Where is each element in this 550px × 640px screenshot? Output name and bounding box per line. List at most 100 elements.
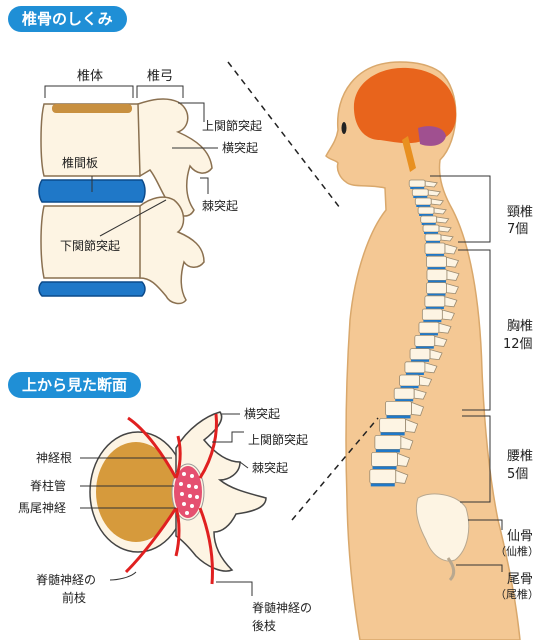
spine-disc	[370, 483, 395, 487]
spine-disc	[405, 372, 424, 375]
spine-disc	[426, 241, 441, 243]
spine-process	[446, 269, 460, 281]
label-posterior-branch-line2: 後枝	[252, 618, 276, 633]
spine-vertebra	[385, 400, 412, 416]
spine-disc	[372, 466, 397, 470]
region-label-sacrum: 仙骨	[507, 529, 533, 544]
spine-process	[395, 469, 409, 484]
spine-process	[436, 216, 450, 224]
spine-vertebra	[408, 179, 426, 188]
spine-vertebra	[424, 233, 442, 242]
spine-process	[438, 322, 452, 334]
spine-disc	[380, 432, 405, 436]
spine-disc	[415, 346, 434, 349]
spine-process	[424, 180, 438, 188]
spine-disc	[416, 205, 431, 207]
spine-vertebra	[414, 334, 436, 347]
label-cross-spinous-process: 棘突起	[252, 460, 288, 475]
zoom-lines	[227, 61, 379, 521]
spine-process	[430, 198, 444, 206]
label-anterior-branch-line1: 脊髄神経の	[36, 572, 96, 587]
label-spinous-process: 棘突起	[202, 198, 238, 213]
spine-disc	[423, 320, 442, 323]
label-posterior-branch-line1: 脊髄神経の	[252, 600, 312, 615]
spine-process	[446, 256, 460, 268]
cauda-equina-area	[174, 466, 202, 518]
spine-disc	[411, 359, 430, 362]
spine-process	[405, 418, 419, 433]
spine-disc	[425, 306, 444, 309]
spine-disc	[424, 232, 439, 234]
vertebra-side-view: 椎体 椎弓 上関節突起 横突起	[38, 69, 262, 305]
label-transverse-process: 横突起	[222, 140, 258, 155]
region-count-lumbar: 5個	[507, 467, 528, 482]
region-brackets	[430, 175, 503, 572]
region-count-thoracic: 12個	[503, 337, 533, 352]
spine-process	[434, 335, 448, 347]
label-vertebral-arch: 椎弓	[147, 69, 173, 84]
spine-vertebra	[418, 321, 440, 334]
spine-vertebra	[409, 348, 431, 361]
spine-disc	[427, 293, 446, 296]
spine-process	[444, 243, 458, 255]
spine-vertebra	[379, 417, 407, 433]
spine-process	[441, 309, 455, 321]
spine-process	[411, 401, 425, 416]
spine-vertebra	[399, 374, 420, 387]
spine-process	[400, 435, 414, 450]
cross-posterior-arch	[175, 411, 267, 572]
spine-process	[413, 388, 427, 400]
spine-disc	[413, 196, 428, 198]
sacrum	[415, 493, 470, 582]
spine-vertebra	[426, 282, 447, 295]
label-anterior-branch-line2: 前枝	[62, 590, 86, 605]
spine-process	[419, 375, 433, 387]
spine-vertebra	[411, 188, 429, 197]
spine-process	[440, 234, 454, 242]
region-label-coccyx: 尾骨	[507, 572, 533, 587]
region-label-thoracic: 胸椎	[507, 319, 533, 334]
spine-vertebra	[420, 215, 438, 224]
spine-disc	[425, 254, 444, 257]
spine-column	[369, 179, 460, 487]
spine-vertebra	[422, 224, 440, 233]
spine-vertebra	[393, 387, 415, 400]
upper-vertebral-arch	[137, 98, 213, 217]
spine-disc	[427, 267, 446, 270]
spine-process	[427, 189, 441, 197]
region-count-coccyx: （尾椎）	[495, 587, 539, 601]
section-title-cross-section: 上から見た断面	[8, 372, 142, 398]
region-count-sacrum: （仙椎）	[495, 544, 539, 558]
spine-disc	[427, 280, 446, 283]
spine-process	[424, 362, 438, 374]
spine-disc	[400, 386, 419, 389]
spine-disc	[421, 223, 436, 225]
region-count-cervical: 7個	[507, 222, 528, 237]
spine-process	[397, 452, 411, 467]
spine-disc	[410, 187, 425, 189]
spine-vertebra	[369, 468, 397, 484]
spine-process	[444, 296, 458, 308]
spine-disc	[419, 214, 434, 216]
spine-vertebra	[404, 361, 426, 374]
label-vertebral-body: 椎体	[77, 69, 103, 84]
label-cross-transverse-process: 横突起	[244, 406, 280, 421]
spine-disc	[395, 399, 414, 402]
label-spinal-canal: 脊柱管	[30, 478, 66, 493]
spine-disc	[386, 415, 411, 419]
spine-vertebra	[374, 434, 402, 450]
region-label-cervical: 頸椎	[507, 205, 533, 220]
spine-vertebra	[414, 197, 432, 206]
spine-vertebra	[371, 451, 398, 467]
spine-disc	[375, 449, 400, 453]
spine-disc	[419, 333, 438, 336]
spine-process	[429, 349, 443, 361]
label-inferior-articular-process: 下関節突起	[60, 238, 120, 253]
lower-vertebral-arch	[139, 196, 205, 305]
label-intervertebral-disc: 椎間板	[62, 155, 98, 170]
vertebra-cross-section: 神経根 脊柱管 馬尾神経 横突起 上関節突起 棘突起 脊髄神経の 前枝 脊髄神経…	[18, 406, 312, 633]
region-label-lumbar: 腰椎	[507, 449, 533, 464]
label-superior-articular-process: 上関節突起	[202, 118, 262, 133]
label-nerve-root: 神経根	[36, 451, 72, 465]
